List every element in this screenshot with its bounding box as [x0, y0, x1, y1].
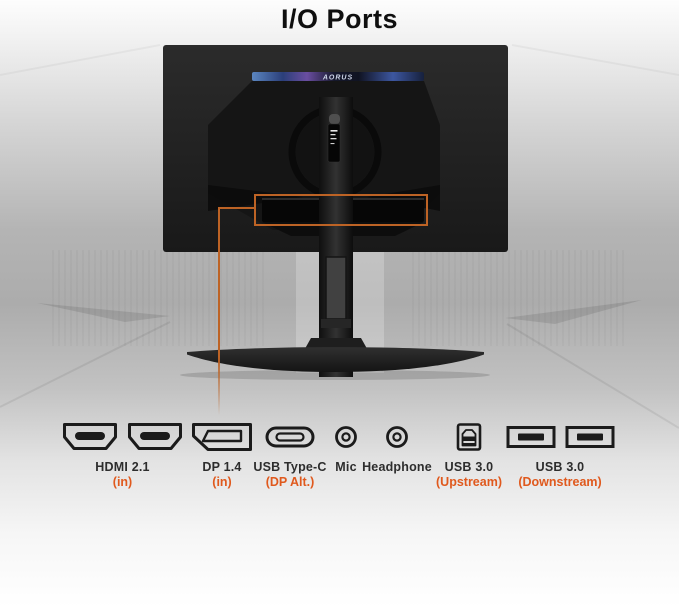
callout-line-horizontal	[219, 207, 254, 209]
column-channel	[325, 256, 347, 320]
hdmi-port-icon	[63, 423, 117, 450]
usb-c-port-icon	[265, 426, 315, 448]
port-label: USB 3.0	[535, 460, 585, 474]
usb-a-port-icon	[565, 426, 614, 448]
displayport-icon	[192, 423, 252, 451]
audio-jack-icon	[386, 426, 408, 448]
port-icons	[357, 421, 437, 453]
aorus-logo: AORUS	[322, 75, 353, 82]
port-icons	[500, 421, 620, 453]
usb-a-port-icon	[506, 426, 555, 448]
port-label: USB Type-C	[253, 460, 327, 474]
port-icons	[432, 421, 506, 453]
port-sublabel: (in)	[112, 475, 133, 489]
joystick-knob	[329, 114, 340, 124]
port-icons	[252, 421, 328, 453]
sticker-line	[330, 130, 338, 132]
port-label: USB 3.0	[444, 460, 494, 474]
usb-b-port-icon	[456, 423, 482, 451]
ports-highlight-box	[254, 194, 428, 226]
port-label: Headphone	[362, 460, 432, 474]
port-group-hdmi: HDMI 2.1 (in)	[50, 421, 195, 489]
callout-line-vertical	[218, 207, 220, 415]
port-sublabel: (Upstream)	[436, 475, 502, 489]
sticker-line	[330, 143, 335, 145]
port-group-displayport: DP 1.4 (in)	[189, 421, 255, 489]
port-group-headphone: Headphone	[357, 421, 437, 475]
port-icons	[326, 421, 366, 453]
page-title: I/O Ports	[280, 4, 399, 34]
port-label: HDMI 2.1	[95, 460, 150, 474]
background-stripes-left	[52, 250, 267, 346]
audio-jack-icon	[335, 426, 357, 448]
background-stripes-right	[412, 250, 627, 346]
port-sublabel: (Downstream)	[518, 475, 602, 489]
port-group-usb-upstream: USB 3.0 (Upstream)	[432, 421, 506, 489]
port-group-usb-type-c: USB Type-C (DP Alt.)	[252, 421, 328, 489]
led-light-bar	[252, 72, 424, 81]
stand-base	[187, 347, 484, 372]
hdmi-port-icon	[128, 423, 182, 450]
column-crossbar	[321, 319, 351, 328]
monitor-back-illustration: AORUS	[163, 45, 508, 380]
port-group-usb-downstream: USB 3.0 (Downstream)	[500, 421, 620, 489]
port-icons	[189, 421, 255, 453]
port-sublabel: (in)	[212, 475, 232, 489]
port-label: Mic	[335, 460, 357, 474]
port-group-mic: Mic	[326, 421, 366, 475]
port-label: DP 1.4	[202, 460, 242, 474]
port-sublabel: (DP Alt.)	[265, 475, 315, 489]
sticker-line	[330, 134, 336, 136]
sticker-line	[330, 138, 337, 140]
port-icons	[50, 421, 195, 453]
